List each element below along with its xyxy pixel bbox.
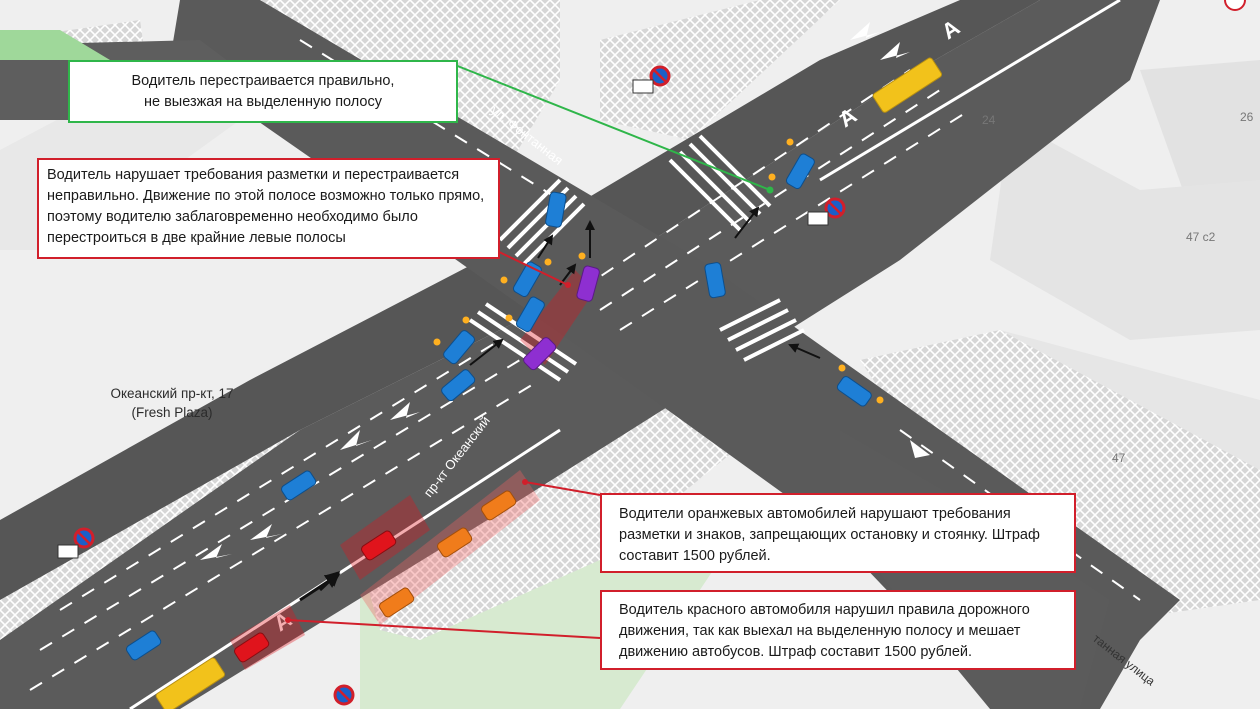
callout-orange-violation: Водители оранжевых автомобилей нарушают … bbox=[600, 493, 1076, 573]
building-number: 47 bbox=[1112, 451, 1126, 465]
building-number: 26 bbox=[1240, 110, 1254, 124]
lane-markings bbox=[29, 39, 1141, 691]
bus-lane-line bbox=[129, 428, 561, 709]
callout-correct-lane-change: Водитель перестраивается правильно, не в… bbox=[68, 60, 458, 123]
location-pin-icon bbox=[1224, 0, 1246, 11]
building bbox=[990, 120, 1260, 340]
place-subtitle: (Fresh Plaza) bbox=[131, 405, 213, 420]
place-name: Океанский пр-кт, 17 bbox=[110, 386, 234, 401]
cars-purple bbox=[523, 265, 600, 371]
building bbox=[1140, 60, 1260, 210]
cars-orange bbox=[379, 490, 517, 618]
building-number: 47 с2 bbox=[1186, 230, 1216, 244]
no-stopping-signs bbox=[57, 65, 846, 706]
cars-blue bbox=[126, 153, 872, 661]
bike-lane bbox=[0, 30, 110, 60]
crosswalks bbox=[468, 134, 805, 382]
leader-lines bbox=[285, 64, 774, 639]
red-car-arrow bbox=[299, 573, 341, 602]
bus-lane-line bbox=[819, 0, 1121, 182]
cars-red bbox=[234, 530, 397, 663]
hazard-lights bbox=[433, 138, 884, 404]
place-label: Океанский пр-кт, 17 (Fresh Plaza) bbox=[92, 384, 252, 422]
building-number: 24 bbox=[982, 113, 996, 127]
buses bbox=[155, 57, 943, 709]
callout-red-violation: Водитель красного автомобиля нарушил пра… bbox=[600, 590, 1076, 670]
lane-arrows bbox=[200, 22, 930, 560]
callout-purple-violation: Водитель нарушает требования разметки и … bbox=[37, 158, 500, 259]
